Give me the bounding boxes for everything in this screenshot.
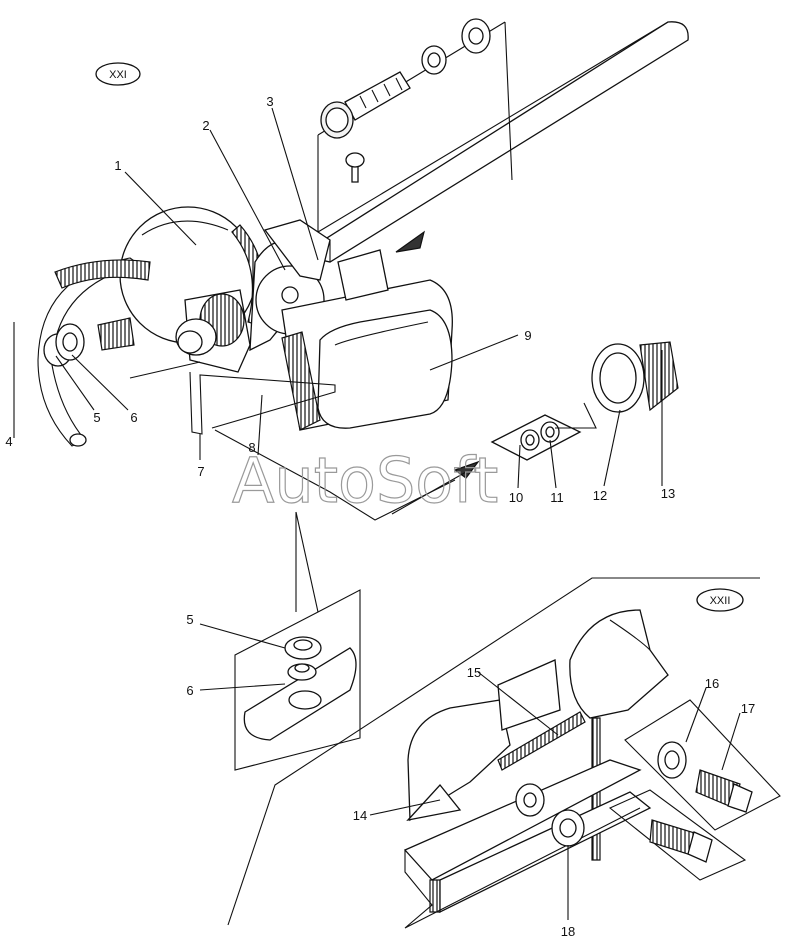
callout-10: 10 (509, 490, 523, 505)
callout-11: 11 (550, 490, 564, 505)
callout-5: 5 (93, 410, 100, 425)
callout-8: 8 (248, 440, 255, 455)
callout-4: 4 (5, 434, 12, 449)
section-label-xxii: XXII (696, 588, 744, 612)
section-divider (227, 577, 760, 926)
callout-15: 15 (467, 665, 481, 680)
callout-5-detail: 5 (186, 612, 193, 627)
callout-2: 2 (202, 118, 209, 133)
callout-9: 9 (524, 328, 531, 343)
callout-12: 12 (593, 488, 607, 503)
detail-nut-washer (199, 589, 361, 771)
callout-6: 6 (130, 410, 137, 425)
callout-labels: 1 2 3 4 5 6 7 8 9 10 11 12 13 5 6 14 15 … (5, 94, 755, 939)
section-label-xxi: XXI (95, 62, 141, 86)
callout-18: 18 (561, 924, 575, 939)
callout-16: 16 (705, 676, 719, 691)
callout-14: 14 (353, 808, 367, 823)
callout-1: 1 (114, 158, 121, 173)
section-xxi-assembly (37, 18, 689, 521)
callout-17: 17 (741, 701, 755, 716)
callout-7: 7 (197, 464, 204, 479)
svg-text:XXII: XXII (710, 595, 731, 607)
callout-13: 13 (661, 486, 675, 501)
section-xxii-assembly (403, 609, 781, 929)
callout-leaders-xxii (369, 671, 741, 920)
callout-leaders-xxi (13, 107, 663, 489)
watermark: AutoSoft (232, 444, 498, 517)
detail-pointer (295, 511, 319, 613)
svg-text:XXI: XXI (109, 69, 127, 81)
callout-6-detail: 6 (186, 683, 193, 698)
callout-3: 3 (266, 94, 273, 109)
